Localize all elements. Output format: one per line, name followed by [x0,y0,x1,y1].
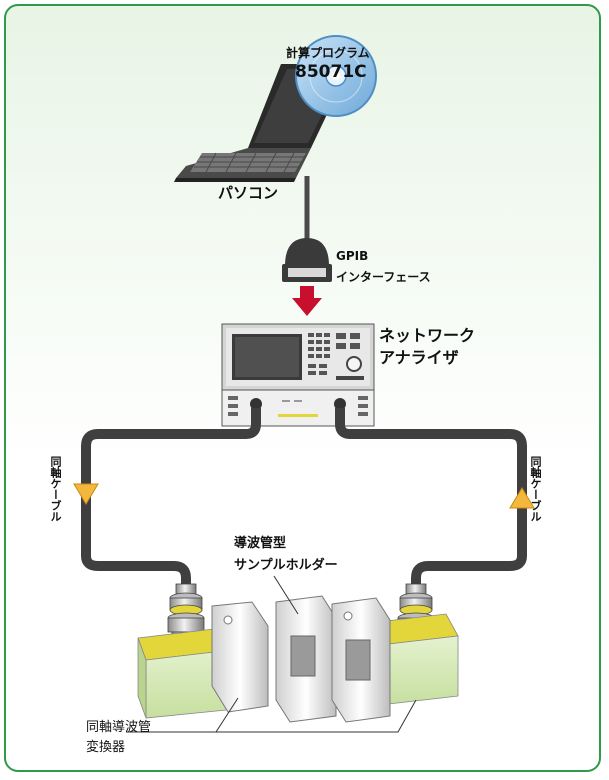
software-disc-icon [295,35,377,117]
converter-leader-line-right [216,699,417,733]
diagram-canvas [73,35,535,733]
converter-label-line1: 同軸導波管 [86,720,152,735]
coax-cable-left [81,408,261,588]
interface-label-line1: GPIB [336,249,369,263]
diagram-frame: 計算プログラム 85071C パソコン GPIB インターフェース ネットワーク… [4,4,601,772]
analyzer-label-line1: ネットワーク [379,326,476,345]
network-analyzer-icon [221,323,375,427]
holder-label-line2: サンプルホルダー [234,558,338,573]
gpib-connector-icon [282,238,332,282]
coax-cable-right [335,408,527,588]
cable-label-right: 同軸ケーブル [529,456,542,522]
cable-up-arrow-icon [509,487,535,509]
software-label-line1: 計算プログラム [286,46,370,60]
holder-label-line1: 導波管型 [234,536,287,551]
cable-down-arrow-icon [73,483,99,505]
holder-leader-line [273,575,299,615]
cable-label-left: 同軸ケーブル [49,456,62,522]
software-label-line2: 85071C [295,62,367,82]
analyzer-label-line2: アナライザ [379,348,459,367]
interface-label-line2: インターフェース [336,270,431,284]
pc-label: パソコン [218,184,279,202]
down-arrow-icon [292,286,322,316]
waveguide-flanges [211,595,391,723]
converter-label-line2: 変換器 [86,740,126,755]
